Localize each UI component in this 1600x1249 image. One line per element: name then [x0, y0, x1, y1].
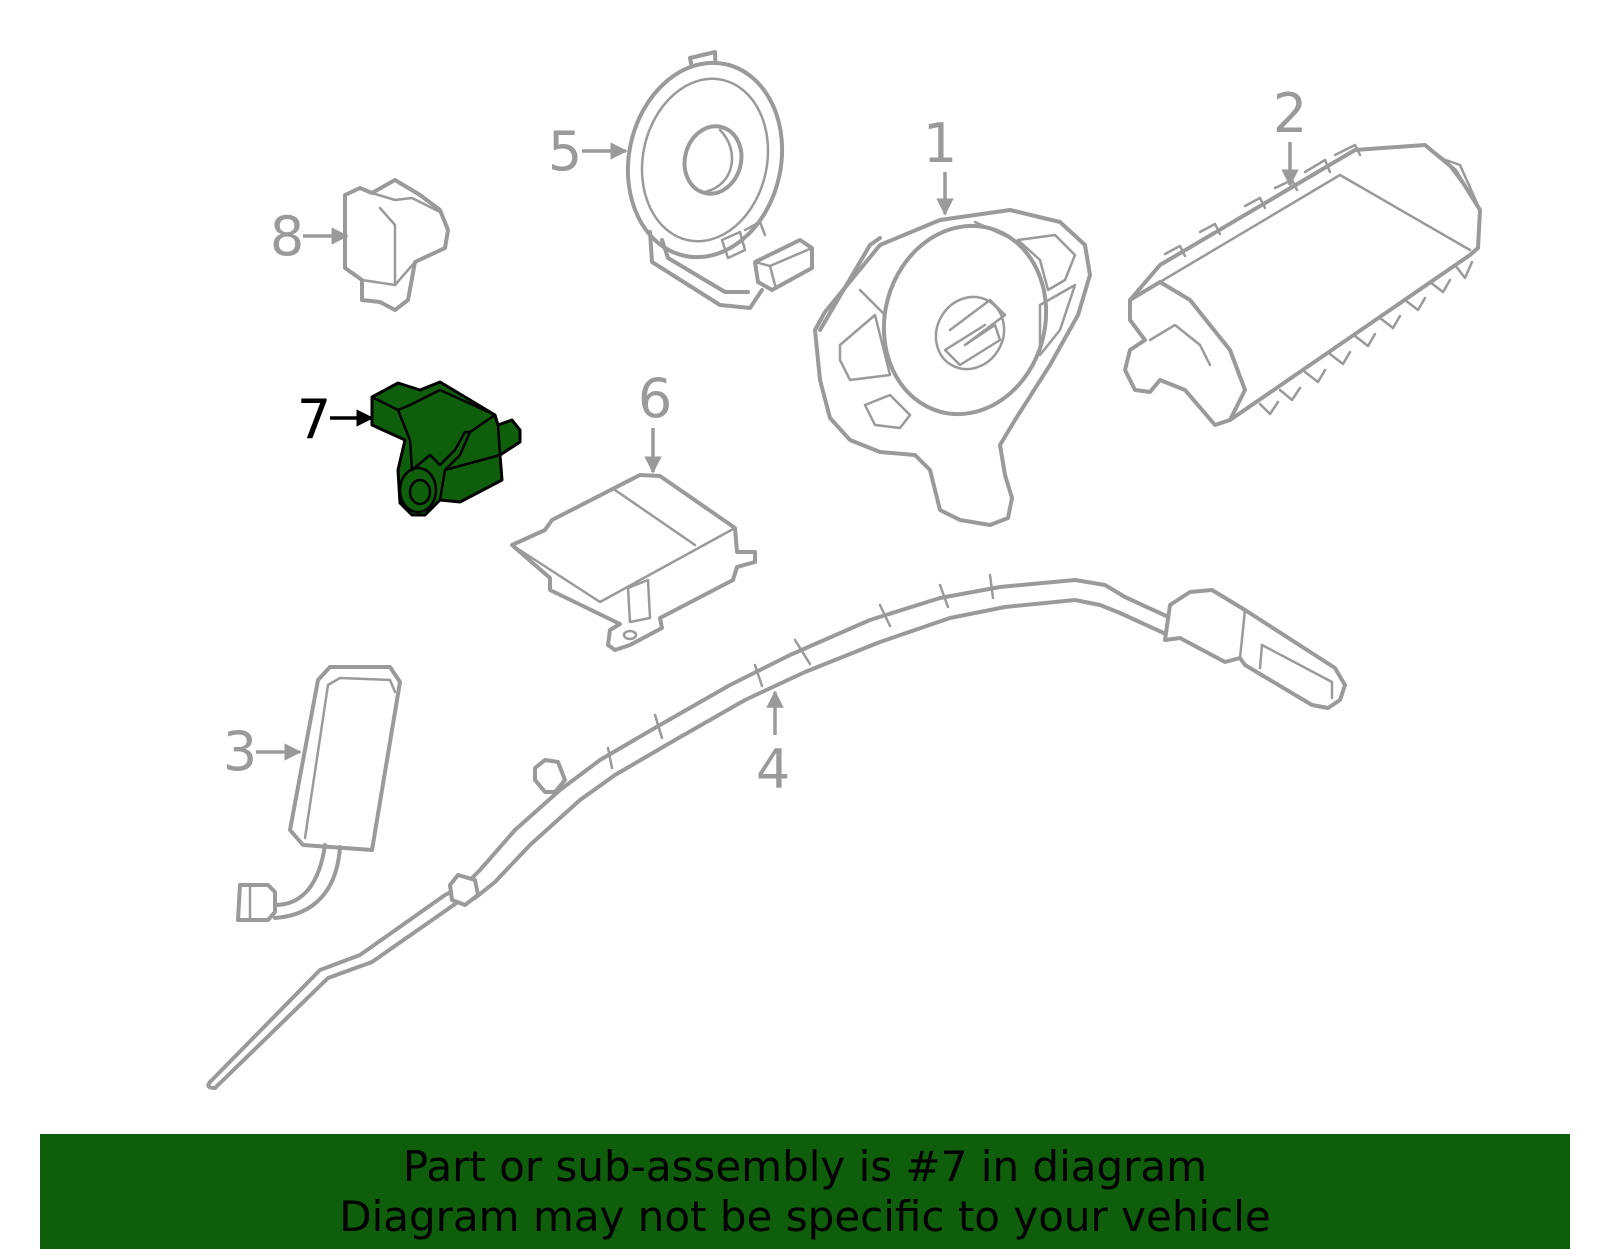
svg-text:4: 4: [756, 738, 790, 801]
part-2-passenger-airbag[interactable]: [1123, 143, 1482, 427]
part-5-clock-spring[interactable]: [610, 48, 814, 310]
part-3-side-airbag[interactable]: [236, 665, 402, 922]
svg-text:2: 2: [1273, 82, 1307, 145]
callout-1: 1: [923, 112, 957, 216]
callout-8: 8: [270, 205, 349, 268]
part-6-control-module[interactable]: [510, 473, 757, 652]
callout-7: 7: [297, 388, 374, 451]
callout-2: 2: [1273, 82, 1307, 187]
banner-line-2: Diagram may not be specific to your vehi…: [339, 1192, 1271, 1241]
svg-text:7: 7: [297, 388, 331, 451]
svg-text:5: 5: [548, 120, 582, 183]
part-4-curtain-airbag[interactable]: [206, 573, 1347, 1090]
part-1-driver-airbag[interactable]: [813, 208, 1092, 527]
info-banner: Part or sub-assembly is #7 in diagram Di…: [40, 1134, 1570, 1249]
banner-line-1: Part or sub-assembly is #7 in diagram: [402, 1142, 1208, 1191]
callout-3: 3: [223, 720, 302, 783]
callout-6: 6: [638, 367, 672, 474]
part-8-impact-sensor[interactable]: [343, 178, 450, 312]
svg-text:6: 6: [638, 367, 672, 430]
svg-text:8: 8: [270, 205, 304, 268]
svg-text:3: 3: [223, 720, 257, 783]
callout-5: 5: [548, 120, 628, 183]
svg-text:1: 1: [923, 112, 957, 175]
part-7-highlighted-sensor[interactable]: [370, 380, 522, 517]
callout-4: 4: [756, 690, 790, 801]
